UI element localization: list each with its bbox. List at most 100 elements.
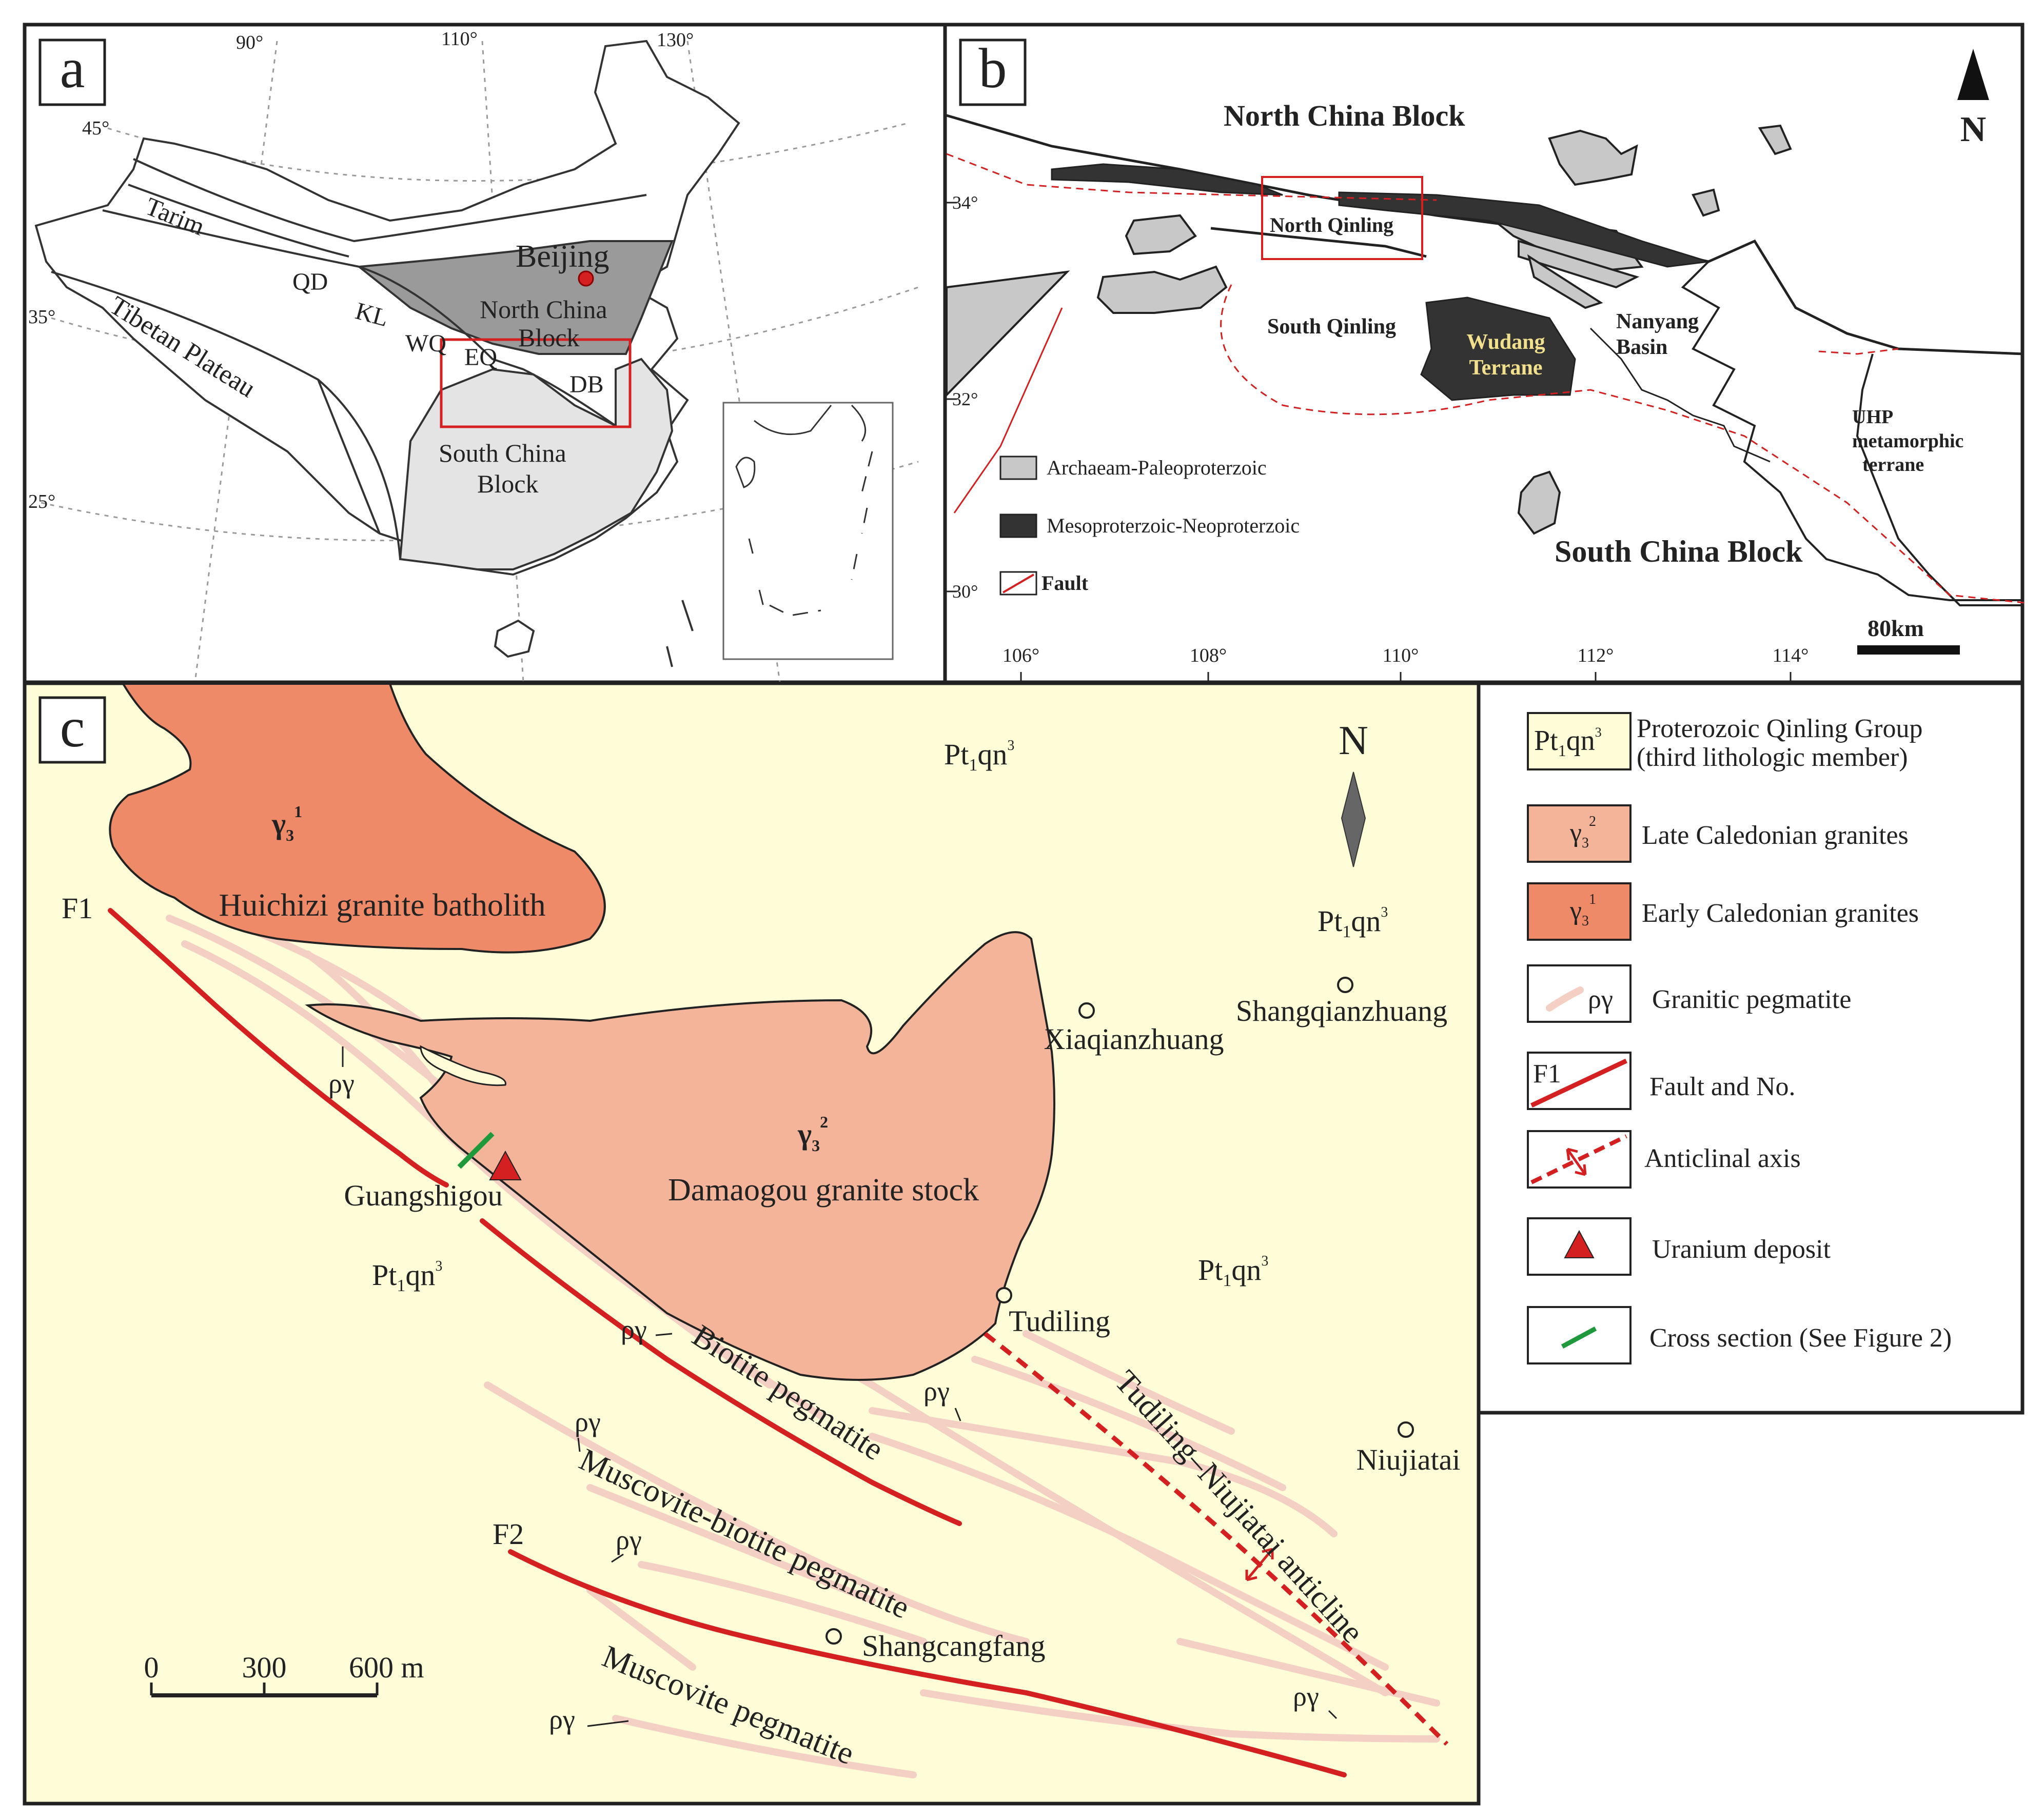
svg-text:ργ: ργ [1588, 985, 1613, 1014]
rho-gamma-labels: ργ ργ ργ ργ ργ ργ ργ [328, 1068, 1319, 1735]
svg-text:Cross section (See Figure 2): Cross section (See Figure 2) [1649, 1323, 1952, 1353]
lon-tick-90: 90° [236, 32, 263, 53]
svg-text:ργ: ργ [1293, 1681, 1319, 1712]
svg-text:ργ: ργ [616, 1525, 642, 1555]
unit-label-pt-4: Pt1qn3 [372, 1258, 442, 1295]
place-wudang-1: Wudang [1466, 330, 1545, 354]
legend-item-early-granite: γ31 Early Caledonian granites [1527, 882, 1919, 941]
legend: Pt1qn3 Proterozoic Qinling Group (third … [1477, 681, 2025, 1415]
unit-label-pt-3: Pt1qn3 [1198, 1253, 1268, 1290]
name-xiaqianzhuang: Xiaqianzhuang [1044, 1022, 1224, 1056]
svg-text:γ31: γ31 [271, 802, 302, 844]
svg-text:Fault: Fault [1041, 571, 1089, 595]
name-huichizi: Huichizi granite batholith [219, 888, 545, 923]
legend-item-uranium: Uranium deposit [1527, 1217, 1831, 1276]
lon-tick-106: 106° [1003, 645, 1039, 666]
svg-text:ργ: ργ [328, 1068, 355, 1099]
place-nq: North Qinling [1270, 213, 1393, 236]
legend-item-pegmatite: ργ Granitic pegmatite [1527, 964, 1851, 1023]
lat-tick-25: 25° [28, 491, 55, 512]
study-area-box [1261, 176, 1423, 260]
huichizi-batholith [109, 684, 606, 954]
legend-item-fault: F1 Fault and No. [1527, 1052, 1796, 1110]
uranium-deposit [489, 1150, 522, 1180]
place-ncb: North China Block [1224, 99, 1465, 132]
scale-bar: 0 300 600 m [144, 1651, 424, 1697]
panel-c: Pt1qn3 Pt1qn3 Pt1qn3 Pt1qn3 γ31 γ32 Huic… [23, 681, 1481, 1806]
anticline-axis [984, 1332, 1449, 1746]
north-arrow: N [1339, 718, 1368, 867]
svg-text:300: 300 [242, 1651, 287, 1684]
svg-text:Pt1qn3: Pt1qn3 [1318, 904, 1388, 941]
svg-text:N: N [1960, 110, 1987, 149]
svg-text:Anticlinal axis: Anticlinal axis [1644, 1144, 1801, 1173]
unit-label-gamma-2: γ32 [797, 1113, 828, 1155]
svg-text:Fault and No.: Fault and No. [1649, 1072, 1796, 1101]
unit-label-gamma-1: γ31 [271, 802, 302, 844]
svg-text:F1: F1 [1533, 1059, 1561, 1089]
islands [494, 600, 694, 667]
svg-text:Late Caledonian granites: Late Caledonian granites [1642, 821, 1909, 850]
svg-text:ργ: ργ [575, 1407, 601, 1437]
svg-text:N: N [1339, 718, 1368, 763]
legend-item-qinling: Pt1qn3 Proterozoic Qinling Group (third … [1527, 712, 1922, 772]
place-wudang-2: Terrane [1469, 356, 1542, 380]
name-shangcangfang: Shangcangfang [862, 1629, 1046, 1663]
anticline-arrows [1245, 1548, 1274, 1581]
place-uhp-2: metamorphic [1852, 430, 1963, 452]
svg-text:Uranium deposit: Uranium deposit [1652, 1235, 1831, 1264]
svg-text:ργ: ργ [621, 1314, 647, 1345]
place-ncb-2: Block [518, 323, 579, 352]
beijing-marker [578, 270, 594, 287]
lat-tick-34: 34° [952, 192, 978, 213]
svg-text:80km: 80km [1868, 615, 1924, 641]
south-china-block [399, 358, 674, 570]
name-shangqianzhuang: Shangqianzhuang [1236, 994, 1447, 1027]
name-guangshigou: Guangshigou [344, 1179, 502, 1212]
panel-b-label: b [979, 37, 1007, 100]
lon-tick-130: 130° [657, 29, 694, 51]
name-tudiling: Tudiling [1009, 1304, 1110, 1338]
place-scb-1: South China [439, 439, 566, 467]
study-area-box [440, 338, 632, 428]
place-scb-2: Block [477, 469, 538, 498]
place-uhp-1: UHP [1852, 406, 1893, 428]
north-arrow: N [1957, 49, 1989, 149]
place-qd: QD [292, 268, 328, 295]
svg-text:Granitic pegmatite: Granitic pegmatite [1652, 985, 1851, 1014]
unit-label-pt-2: Pt1qn3 [1318, 904, 1388, 941]
panel-b: North China Block North Qinling South Qi… [943, 23, 2025, 684]
svg-text:γ32: γ32 [797, 1113, 828, 1155]
name-damaogou: Damaogou granite stock [668, 1173, 979, 1208]
svg-text:(third lithologic member): (third lithologic member) [1637, 743, 1908, 772]
lat-tick-45: 45° [82, 117, 109, 139]
faults [108, 908, 1347, 1777]
place-scb: South China Block [1555, 535, 1803, 568]
fault-label-f2: F2 [493, 1517, 524, 1551]
svg-text:0: 0 [144, 1651, 159, 1684]
damaogou-stock [305, 931, 1055, 1381]
svg-text:ργ: ργ [923, 1376, 950, 1407]
faults [947, 153, 2024, 604]
lon-tick-110: 110° [1383, 645, 1419, 666]
place-nanyang-2: Basin [1616, 335, 1667, 359]
panel-a-label: a [60, 37, 85, 100]
svg-text:Early Caledonian granites: Early Caledonian granites [1642, 899, 1919, 928]
scale-bar: 80km [1857, 615, 1960, 655]
fault-label-f1: F1 [62, 892, 93, 925]
place-wq: WQ [405, 330, 446, 357]
svg-text:Proterozoic Qinling Group: Proterozoic Qinling Group [1637, 714, 1922, 743]
lon-tick-110: 110° [441, 28, 478, 50]
legend-item-cross-section: Cross section (See Figure 2) [1527, 1306, 1952, 1364]
panel-c-label: c [60, 696, 85, 759]
place-beijing: Beijing [516, 239, 610, 274]
belt-lines [51, 158, 647, 560]
villages [826, 977, 1414, 1645]
lat-tick-30: 30° [952, 581, 978, 602]
place-uhp-3: terrane [1862, 454, 1924, 476]
svg-text:Archaeam-Paleoproterzoic: Archaeam-Paleoproterzoic [1047, 456, 1267, 479]
lon-tick-114: 114° [1773, 645, 1809, 666]
south-china-sea-inset [722, 402, 894, 660]
place-sq: South Qinling [1267, 315, 1396, 339]
svg-text:Pt1qn3: Pt1qn3 [944, 738, 1014, 775]
